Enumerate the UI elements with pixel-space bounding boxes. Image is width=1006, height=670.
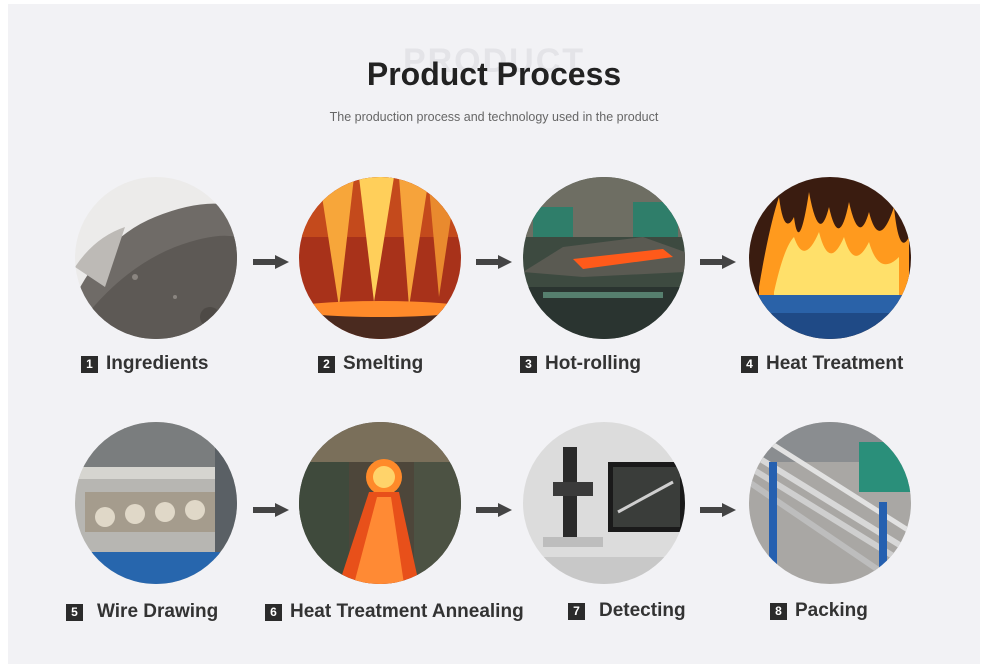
- step-number-badge: 4: [741, 355, 758, 373]
- page-subtitle: The production process and technology us…: [329, 110, 659, 124]
- step-label-smelting: 2 Smelting: [318, 353, 423, 375]
- page-title: Product Process: [366, 56, 622, 92]
- step-number-badge: 1: [81, 355, 98, 373]
- step-label-packing: 8 Packing: [770, 600, 868, 622]
- step-label-detecting: 7 Detecting: [568, 600, 686, 622]
- step-label-text: Smelting: [343, 353, 424, 374]
- step-label-text: Hot-rolling: [545, 353, 642, 374]
- hot-rolling-image: [523, 177, 685, 339]
- step-number-badge: 3: [520, 355, 537, 373]
- step-label-text: Wire Drawing: [97, 601, 219, 622]
- title-watermark: PRODUCT: [402, 42, 586, 80]
- wire-drawing-image: [75, 422, 237, 584]
- detecting-image: [523, 422, 685, 584]
- ingredients-image: [75, 177, 237, 339]
- step-label-text: Ingredients: [106, 353, 209, 374]
- step-number-badge: 6: [265, 603, 282, 621]
- arrow-right-icon: [476, 503, 512, 517]
- step-label-text: Heat Treatment Annealing: [290, 601, 524, 622]
- step-label-text: Detecting: [599, 600, 686, 621]
- packing-image: [749, 422, 911, 584]
- arrow-right-icon: [700, 503, 736, 517]
- step-number-badge: 8: [770, 602, 787, 620]
- arrow-right-icon: [253, 255, 289, 269]
- arrow-right-icon: [700, 255, 736, 269]
- step-label-text: Heat Treatment: [766, 353, 904, 374]
- step-number-badge: 7: [568, 602, 585, 620]
- step-label-heat-treatment: 4 Heat Treatment: [741, 353, 903, 375]
- heat-treatment-annealing-image: [299, 422, 461, 584]
- step-label-wire-drawing: 5 Wire Drawing: [66, 601, 218, 623]
- step-label-heat-treatment-annealing: 6 Heat Treatment Annealing: [265, 601, 524, 623]
- step-number-badge: 5: [66, 603, 83, 621]
- step-number-badge: 2: [318, 355, 335, 373]
- step-label-hot-rolling: 3 Hot-rolling: [520, 353, 641, 375]
- arrow-right-icon: [253, 503, 289, 517]
- smelting-image: [299, 177, 461, 339]
- step-label-ingredients: 1 Ingredients: [81, 353, 208, 375]
- step-label-text: Packing: [795, 600, 868, 621]
- arrow-right-icon: [476, 255, 512, 269]
- heat-treatment-image: [749, 177, 911, 339]
